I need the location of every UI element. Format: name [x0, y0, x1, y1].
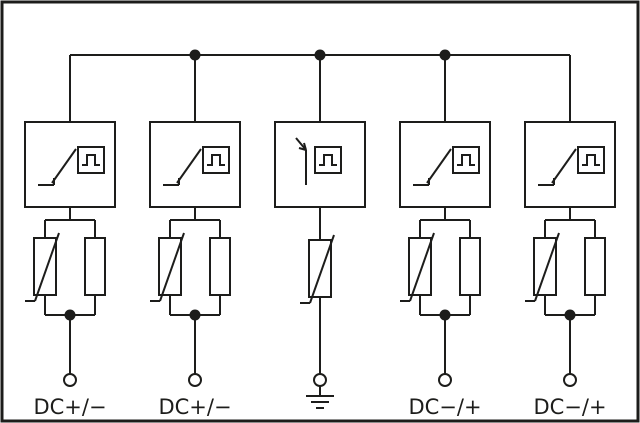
terminal-label-5: DC−/+ [533, 395, 606, 419]
thermal-disconnect-switch-icon [38, 148, 77, 186]
pulse-square-icon [202, 146, 230, 174]
terminal-label-4: DC−/+ [408, 395, 481, 419]
varistor-icon [25, 232, 60, 302]
open-terminal-icon [438, 373, 452, 387]
channel-2: DC+/− [149, 55, 241, 419]
varistor-icon [525, 232, 560, 302]
channel-3 [274, 55, 366, 409]
fuse-icon [584, 237, 606, 296]
varistor-icon [400, 232, 435, 302]
thermal-disconnect-switch-icon [538, 148, 577, 186]
terminal-label-2: DC+/− [158, 395, 231, 419]
thermal-disconnect-switch-icon [413, 148, 452, 186]
triggered-spark-gap-icon [295, 137, 307, 185]
varistor-icon [150, 232, 185, 302]
thermal-disconnect-switch-icon [163, 148, 202, 186]
pulse-square-icon [314, 146, 342, 174]
open-terminal-icon [63, 373, 77, 387]
pulse-square-icon [577, 146, 605, 174]
earth-ground-icon [306, 386, 334, 409]
terminal-label-1: DC+/− [33, 395, 106, 419]
pulse-square-icon [452, 146, 480, 174]
fuse-icon [84, 237, 106, 296]
channel-5: DC−/+ [524, 55, 616, 419]
open-terminal-icon [563, 373, 577, 387]
fuse-icon [459, 237, 481, 296]
pulse-square-icon [77, 146, 105, 174]
fuse-icon [209, 237, 231, 296]
channel-4: DC−/+ [399, 55, 491, 419]
open-terminal-icon [313, 373, 327, 387]
channel-1: DC+/− [24, 55, 116, 419]
open-terminal-icon [188, 373, 202, 387]
varistor-icon [300, 234, 335, 304]
